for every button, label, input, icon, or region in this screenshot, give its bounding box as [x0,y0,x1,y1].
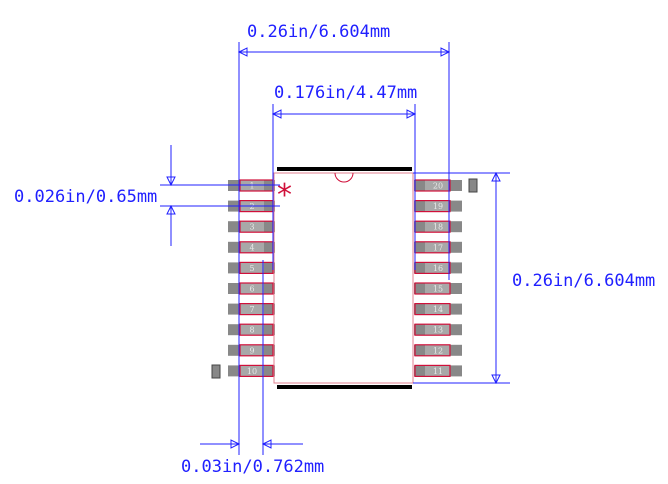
pin-number: 13 [433,326,443,335]
silkscreen-bottom [277,385,412,389]
pin-number: 8 [249,326,254,335]
pin-number: 12 [433,346,443,355]
pad-10: 10 [228,364,275,377]
pin-number: 6 [249,285,254,294]
fiducial-right [468,178,478,193]
fiducial-left [211,364,221,379]
pin-number: 2 [249,202,254,211]
pad-19: 19 [414,200,462,213]
pin-number: 14 [433,305,443,314]
pad-18: 18 [414,220,462,233]
pad-12: 12 [414,344,462,357]
overall-width-label: 0.26in/6.604mm [247,22,390,42]
pin1-notch [334,172,354,183]
pad-width-label: 0.03in/0.762mm [181,457,324,477]
pin-number: 7 [249,305,254,314]
pad-16: 16 [414,261,462,274]
pin-number: 16 [433,264,443,273]
pin-number: 1 [249,182,254,191]
pad-13: 13 [414,323,462,336]
dimension-lines [160,42,510,455]
pin-number: 11 [433,367,443,376]
pin-number: 5 [249,264,254,273]
pin-number: 20 [433,182,443,191]
pin-number: 4 [249,243,254,252]
pad-4: 4 [228,241,275,254]
silkscreen-top [277,167,412,171]
pad-6: 6 [228,282,275,295]
pin-number: 15 [433,285,443,294]
pad-9: 9 [228,344,275,357]
pad-11: 11 [414,364,462,377]
pin-number: 10 [247,367,257,376]
pad-17: 17 [414,241,462,254]
body-width-label: 0.176in/4.47mm [274,83,417,103]
pad-8: 8 [228,323,275,336]
pad-14: 14 [414,303,462,316]
pin1-marker: * [277,178,292,213]
pin-number: 3 [249,223,254,232]
pad-20: 20 [414,179,462,192]
pitch-label: 0.026in/0.65mm [14,187,157,207]
pin-number: 18 [433,223,443,232]
pin-number: 9 [249,346,254,355]
pin-number: 17 [433,243,443,252]
pad-5: 5 [228,261,275,274]
pad-15: 15 [414,282,462,295]
pin-number: 19 [433,202,443,211]
body-outline [273,172,414,384]
pad-3: 3 [228,220,275,233]
pad-7: 7 [228,303,275,316]
overall-height-label: 0.26in/6.604mm [512,271,655,291]
